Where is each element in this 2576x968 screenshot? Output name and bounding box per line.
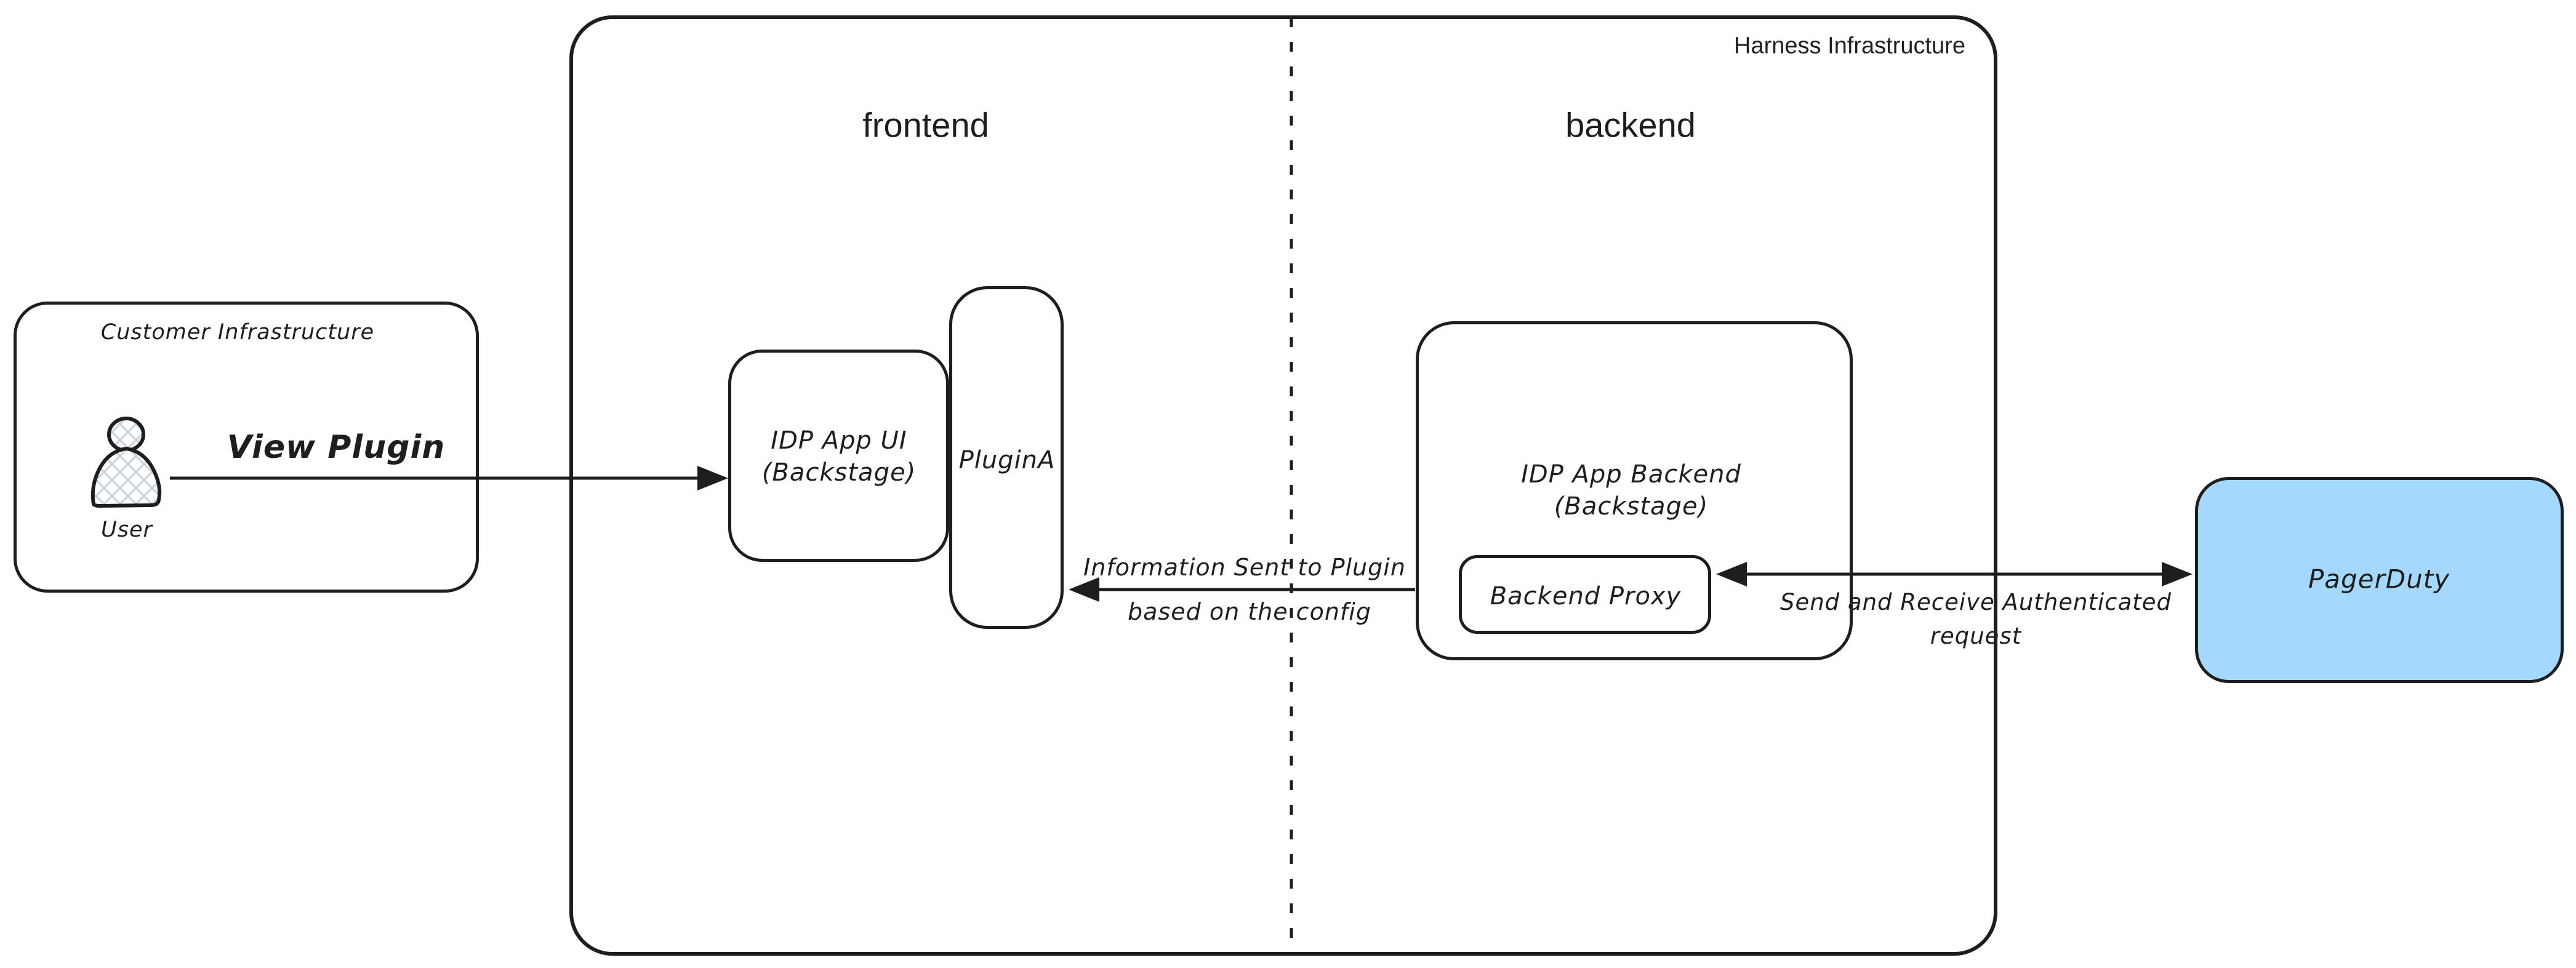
pagerduty-box	[2195, 477, 2564, 683]
harness-infrastructure-title: Harness Infrastructure	[1734, 33, 1965, 59]
backend-proxy-box	[1459, 555, 1711, 634]
idp-app-ui-label: IDP App UI (Backstage)	[762, 425, 916, 489]
backend-proxy-label: Backend Proxy	[1490, 582, 1682, 610]
idp-app-backend-label-line1: IDP App Backend	[1521, 460, 1741, 489]
plugin-a-box	[949, 286, 1064, 629]
view-plugin-arrow-label: View Plugin	[227, 429, 446, 466]
idp-app-backend-label-line2: (Backstage)	[1554, 492, 1709, 521]
idp-app-backend-label: IDP App Backend (Backstage)	[1521, 458, 1741, 522]
harness-infrastructure-box	[569, 15, 1997, 956]
customer-infrastructure-title: Customer Infrastructure	[100, 320, 375, 345]
plugin-a-label: PluginA	[958, 446, 1056, 474]
backend-section-label: backend	[1565, 105, 1696, 145]
idp-app-backend-box	[1416, 321, 1853, 660]
idp-app-ui-label-line1: IDP App UI	[771, 426, 907, 455]
auth-request-arrow-label-line2: request	[1930, 623, 2022, 649]
info-to-plugin-arrow-label-line2: based on the config	[1128, 598, 1371, 625]
auth-request-arrow-label: Send and Receive Authenticated request	[1780, 585, 2172, 653]
customer-infrastructure-box	[14, 302, 479, 593]
pagerduty-label: PagerDuty	[2308, 564, 2450, 594]
user-label: User	[101, 518, 153, 542]
idp-app-ui-label-line2: (Backstage)	[761, 458, 917, 487]
frontend-section-label: frontend	[862, 105, 989, 145]
auth-request-arrow-label-line1: Send and Receive Authenticated	[1780, 589, 2172, 615]
idp-app-ui-box	[728, 350, 949, 562]
info-to-plugin-arrow-label-line1: Information Sent to Plugin	[1083, 554, 1406, 581]
